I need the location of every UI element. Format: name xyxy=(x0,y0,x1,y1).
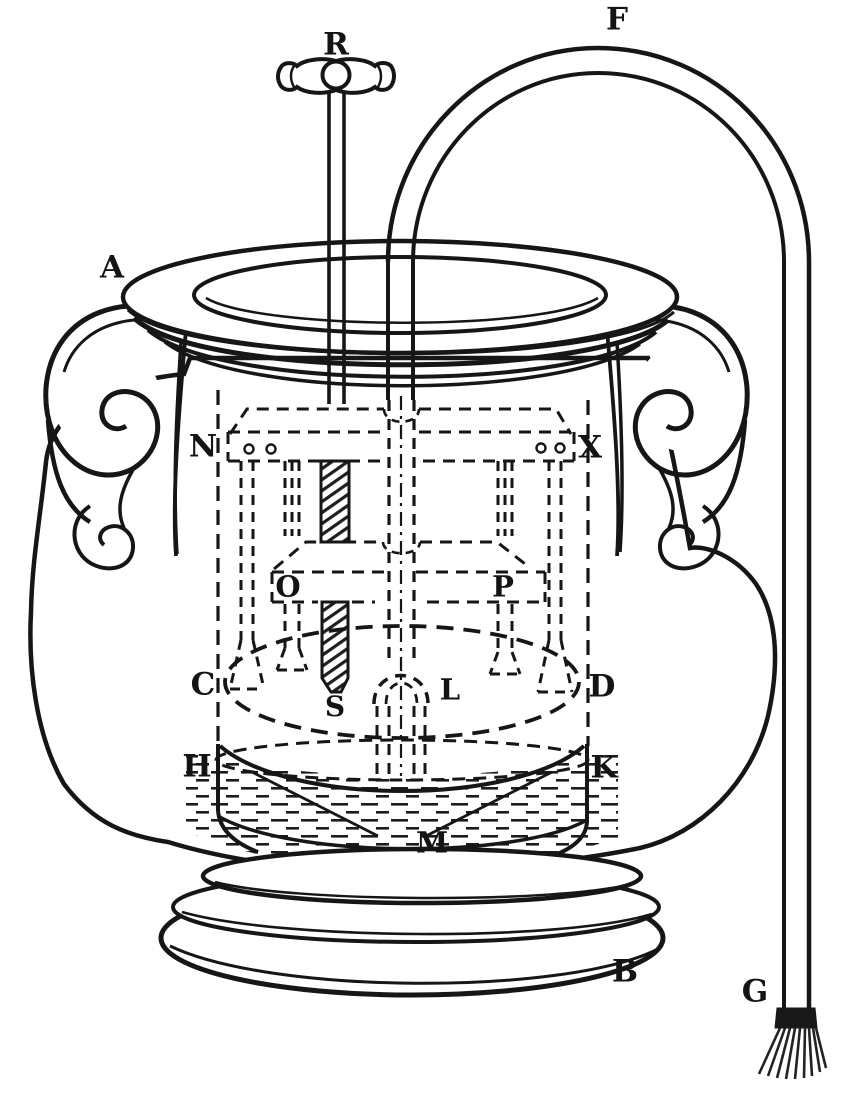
bowl-rim xyxy=(218,744,586,793)
lid-opening xyxy=(192,255,608,335)
brush-tip xyxy=(757,1007,828,1080)
t-handle xyxy=(276,57,396,95)
supply-tube xyxy=(385,45,812,1010)
frame-hole xyxy=(535,442,547,454)
screw-rod xyxy=(327,88,346,404)
lid xyxy=(120,238,680,388)
t-handle-boss xyxy=(320,59,352,91)
screw xyxy=(319,459,351,694)
frame-hole xyxy=(243,443,255,455)
scroll-handle-left xyxy=(43,303,209,571)
platform xyxy=(270,540,547,604)
inner-cylinder xyxy=(216,390,590,746)
tube-socket xyxy=(372,673,430,705)
opening-inner-line xyxy=(205,296,599,324)
ferrule xyxy=(774,1007,818,1029)
frame-legs xyxy=(228,461,574,694)
rim-bands xyxy=(126,308,675,388)
frame-hole xyxy=(265,443,277,455)
base xyxy=(158,846,666,998)
lifting-frame-bar xyxy=(226,407,576,463)
right-shoulder-line xyxy=(615,341,624,553)
frame-hole xyxy=(554,442,566,454)
cone-side xyxy=(251,770,553,838)
trough-wall-left xyxy=(216,744,259,854)
